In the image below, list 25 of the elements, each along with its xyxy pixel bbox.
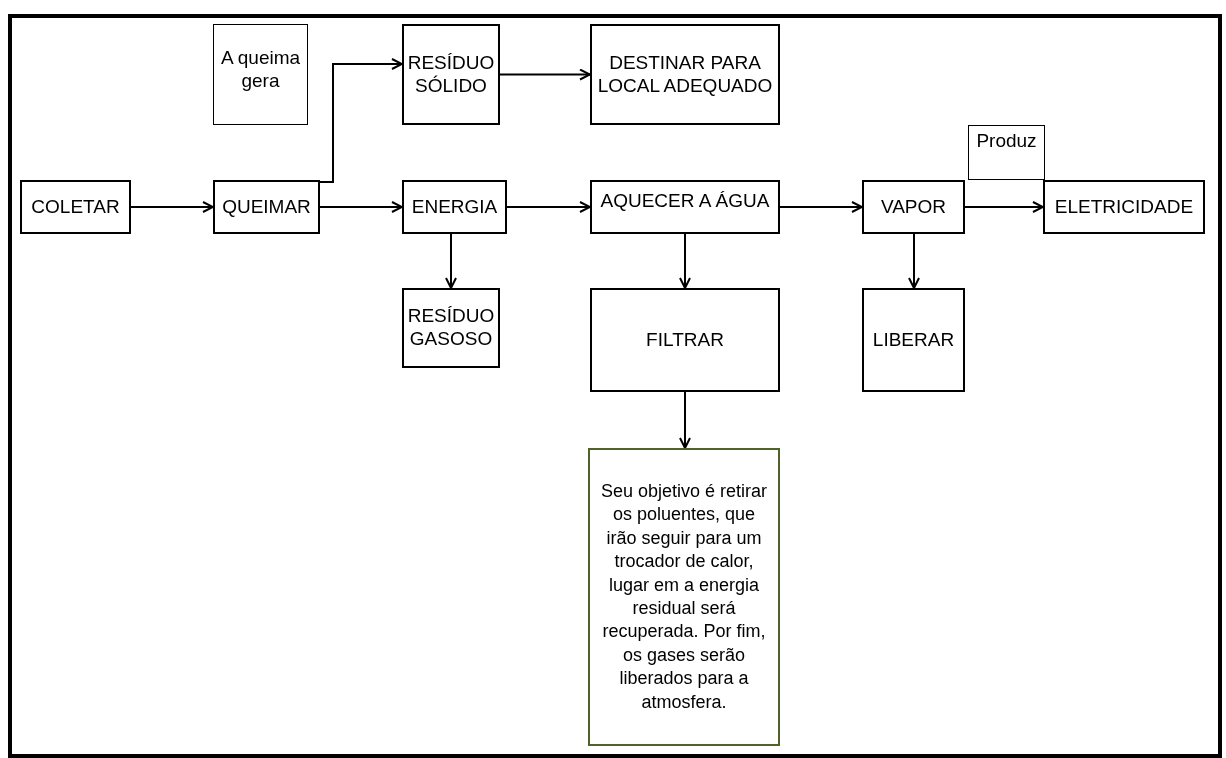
arrow — [499, 68, 591, 81]
arrow — [779, 201, 863, 213]
arrow — [506, 201, 591, 213]
arrow — [679, 391, 691, 449]
process-box: COLETAR — [20, 180, 131, 234]
process-box: AQUECER A ÁGUA — [590, 180, 780, 234]
text-box: Produz — [968, 125, 1045, 180]
process-box: ENERGIA — [402, 180, 507, 234]
arrow — [445, 233, 457, 289]
arrow — [130, 201, 214, 213]
arrow — [319, 201, 403, 213]
arrow — [679, 233, 691, 289]
process-box: RESÍDUO GASOSO — [402, 288, 500, 368]
arrow — [908, 233, 920, 289]
arrow — [964, 201, 1044, 213]
note-box: Seu objetivo é retirar os poluentes, que irão seguir para um trocador de calor, lugar em a energia residual será recuperada. Por fim, os gases serão liberados para a atmosfera. — [588, 448, 780, 746]
process-box: QUEIMAR — [213, 180, 320, 234]
process-box: FILTRAR — [590, 288, 780, 392]
process-box: VAPOR — [862, 180, 965, 234]
process-box: DESTINAR PARA LOCAL ADEQUADO — [590, 24, 780, 125]
arrow — [319, 58, 403, 183]
process-box: LIBERAR — [862, 288, 965, 392]
process-box: RESÍDUO SÓLIDO — [402, 24, 500, 125]
text-box: A queima gera — [213, 24, 308, 125]
process-box: ELETRICIDADE — [1043, 180, 1205, 234]
